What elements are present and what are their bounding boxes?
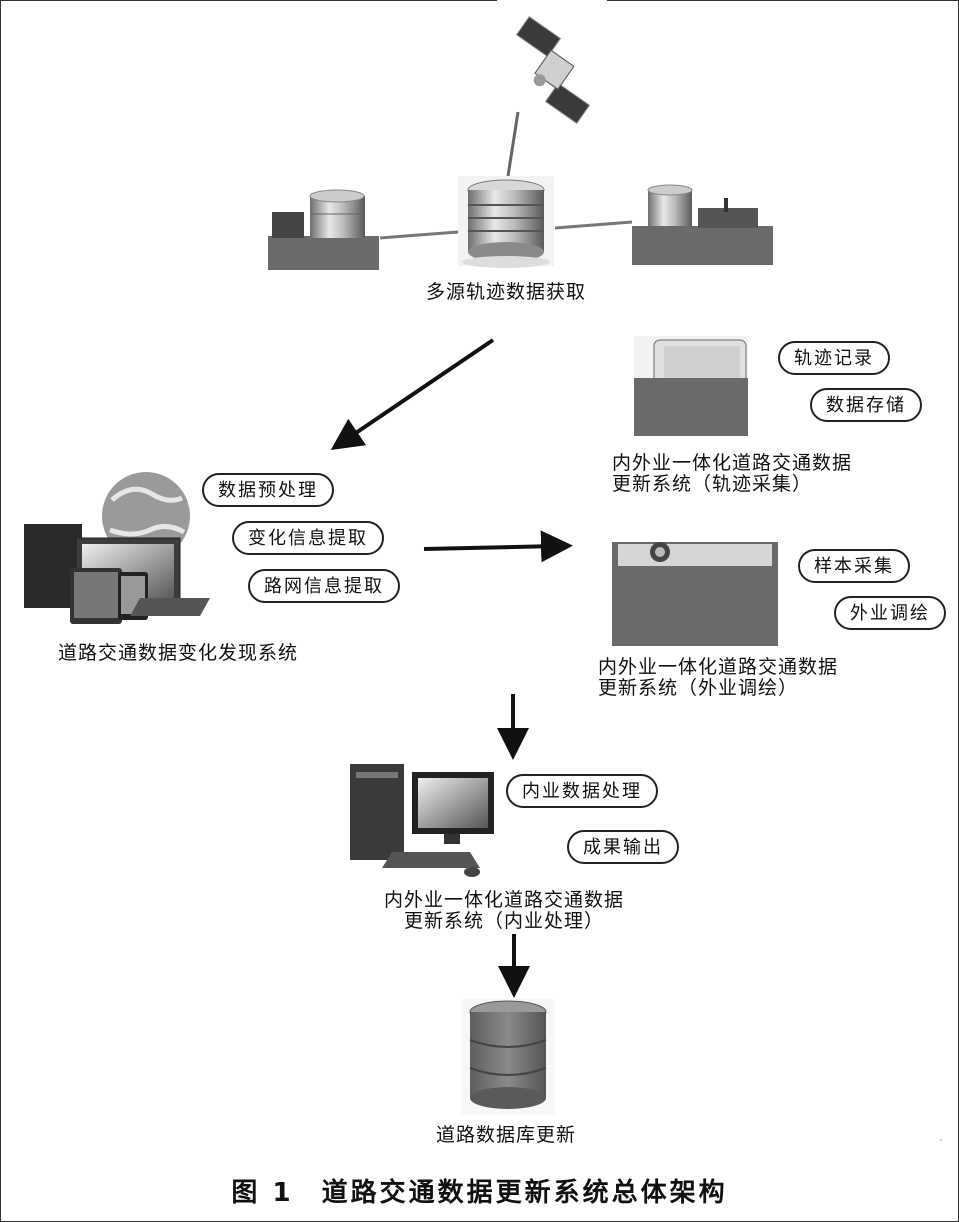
arrow-to-change-detection (330, 338, 495, 450)
field-survey-label-line2: 更新系统（外业调绘） (598, 677, 799, 699)
arrow-to-field-survey (423, 530, 573, 563)
satellite-icon (497, 0, 607, 133)
database-update-label: 道路数据库更新 (436, 1124, 577, 1146)
pill-network-extraction: 路网信息提取 (248, 569, 400, 603)
database-server-icon (458, 176, 554, 268)
pill-data-preprocessing: 数据预处理 (202, 473, 334, 507)
pill-office-processing: 内业数据处理 (506, 774, 658, 808)
field-survey-device-icon (612, 542, 778, 646)
link-left (379, 230, 459, 240)
database-icon (461, 999, 555, 1115)
office-processing-label-line1: 内外业一体化道路交通数据 (384, 889, 625, 911)
pill-field-survey: 外业调绘 (834, 596, 946, 630)
trajectory-collection-label-line2: 更新系统（轨迹采集） (612, 473, 813, 495)
pill-change-extraction: 变化信息提取 (232, 521, 384, 555)
source-acquisition-label: 多源轨迹数据获取 (426, 281, 587, 303)
trajectory-collection-label-line1: 内外业一体化道路交通数据 (612, 452, 853, 474)
uplink-line (506, 111, 520, 177)
pill-trajectory-recording: 轨迹记录 (778, 341, 890, 375)
tablet-icon (634, 336, 748, 436)
desktop-computer-icon (350, 764, 494, 877)
vehicle-database-right-icon (632, 184, 773, 265)
globe-devices-icon (24, 472, 210, 624)
change-detection-label: 道路交通数据变化发现系统 (58, 642, 299, 664)
office-processing-label-line2: 更新系统（内业处理） (404, 910, 605, 932)
pill-data-storage: 数据存储 (810, 388, 922, 422)
figure-number: 图 1 (231, 1178, 294, 1208)
figure-caption: 图 1 道路交通数据更新系统总体架构 (0, 1172, 959, 1209)
figure-title: 道路交通数据更新系统总体架构 (321, 1178, 728, 1208)
field-survey-label-line1: 内外业一体化道路交通数据 (598, 656, 839, 678)
pill-output: 成果输出 (567, 830, 679, 864)
link-right (554, 220, 633, 230)
vehicle-database-left-icon (268, 189, 379, 270)
pill-sample-collection: 样本采集 (798, 549, 910, 583)
